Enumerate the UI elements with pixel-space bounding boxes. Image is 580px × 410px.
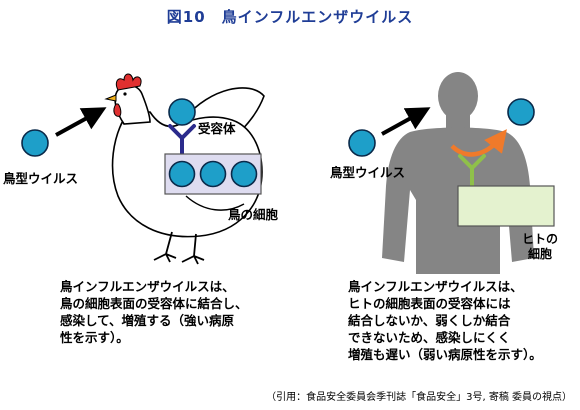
bound-virus — [168, 98, 196, 126]
human-cell-label: ヒトの 細胞 — [521, 232, 558, 261]
bird-cell-label: 鳥の細胞 — [228, 207, 279, 222]
rebound-arrow — [450, 129, 507, 157]
figure-title: 図10 鳥インフルエンザウイルス — [166, 8, 414, 26]
bird-virus-label-left: 鳥型ウイルス — [3, 171, 79, 186]
bird-receptor — [168, 124, 196, 156]
replicated-virus-1 — [168, 160, 196, 188]
replicated-virus-2 — [199, 160, 227, 188]
bird-virus-left — [21, 129, 49, 157]
bird-description: 鳥インフルエンザウイルスは、 鳥の細胞表面の受容体に結合し、 感染して、増殖する… — [60, 279, 248, 345]
infection-arrow-left — [55, 107, 107, 137]
rebounded-virus — [507, 98, 535, 126]
receptor-label: 受容体 — [198, 121, 236, 136]
human-description: 鳥インフルエンザウイルスは、 ヒトの細胞表面の受容体には 結合しないか、弱くしか… — [348, 279, 542, 362]
bird-virus-label-right: 鳥型ウイルス — [330, 165, 406, 180]
infection-arrow-right — [381, 107, 431, 136]
human-receptor — [458, 154, 486, 188]
bird-virus-right — [348, 129, 376, 157]
replicated-virus-3 — [230, 160, 258, 188]
citation-footer: （引用：食品安全委員会季刊誌「食品安全」3号, 寄稿 委員の視点） — [266, 392, 572, 403]
human-cell — [457, 185, 555, 227]
